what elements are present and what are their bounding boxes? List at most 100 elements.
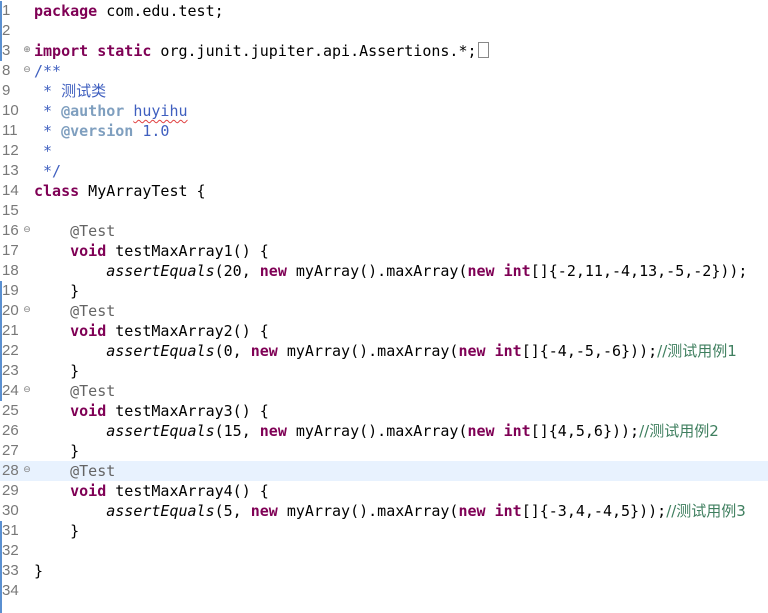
change-marker [0,1,2,61]
line-number: 27 [2,442,19,459]
code-text[interactable]: * 测试类 [34,81,106,101]
code-line[interactable]: 33} [0,561,768,581]
code-text[interactable]: } [34,441,79,461]
code-text[interactable]: @Test [34,221,115,241]
code-token: @author [61,102,125,120]
code-token [34,402,70,420]
code-text[interactable]: @Test [34,461,115,481]
current-line[interactable]: 28 @Test [0,461,768,481]
code-text[interactable]: * @author huyihu [34,101,188,121]
fold-collapse-icon[interactable] [23,306,31,314]
code-line[interactable]: 25 void testMaxArray3() { [0,401,768,421]
line-number: 30 [2,502,19,519]
code-token: testMaxArray1() { [106,242,269,260]
fold-collapse-icon[interactable] [23,226,31,234]
fold-expand-icon[interactable] [23,46,31,54]
code-text[interactable]: assertEquals(5, new myArray().maxArray(n… [34,501,746,521]
code-text[interactable]: assertEquals(20, new myArray().maxArray(… [34,261,747,281]
code-token: testMaxArray4() { [106,482,269,500]
code-text[interactable]: void testMaxArray2() { [34,321,269,341]
line-number: 20 [2,302,19,319]
code-text[interactable]: */ [34,161,61,181]
code-text[interactable]: /** [34,61,61,81]
code-line[interactable]: 31 } [0,521,768,541]
code-line[interactable]: 29 void testMaxArray4() { [0,481,768,501]
code-token: } [34,362,80,380]
code-line[interactable]: 32 [0,541,768,561]
code-token [34,382,70,400]
code-token [34,502,106,520]
fold-collapse-icon[interactable] [23,386,31,394]
code-line[interactable]: 11 * @version 1.0 [0,121,768,141]
fold-collapse-icon[interactable] [23,66,31,74]
code-token: myArray().maxArray( [286,422,468,440]
code-text[interactable]: void testMaxArray4() { [34,481,269,501]
fold-collapse-icon[interactable] [23,466,31,474]
code-text[interactable]: * [34,141,52,161]
code-token [34,302,70,320]
code-token: MyArrayTest { [79,182,206,200]
code-text[interactable]: } [34,561,43,581]
code-line[interactable]: 22 assertEquals(0, new myArray().maxArra… [0,341,768,361]
code-line[interactable]: 12 * [0,141,768,161]
code-line[interactable]: 17 void testMaxArray1() { [0,241,768,261]
code-text[interactable]: import static org.junit.jupiter.api.Asse… [34,41,489,61]
code-line[interactable]: 21 void testMaxArray2() { [0,321,768,341]
code-token: @Test [70,222,116,240]
code-line[interactable]: 1 package com.edu.test; [0,1,768,21]
code-line[interactable]: 9 * 测试类 [0,81,768,101]
line-number: 16 [2,222,19,239]
code-token: //测试用例1 [657,342,737,360]
code-line[interactable]: 20 @Test [0,301,768,321]
code-text[interactable]: assertEquals(0, new myArray().maxArray(n… [34,341,737,361]
folded-imports-marker-icon[interactable] [477,42,489,58]
code-text[interactable]: * @version 1.0 [34,121,169,141]
line-number: 22 [2,342,19,359]
code-line[interactable]: 26 assertEquals(15, new myArray().maxArr… [0,421,768,441]
code-line[interactable]: 30 assertEquals(5, new myArray().maxArra… [0,501,768,521]
code-token: myArray().maxArray( [286,262,468,280]
code-line[interactable]: 2 [0,21,768,41]
code-line[interactable]: 3import static org.junit.jupiter.api.Ass… [0,41,768,61]
code-line[interactable]: 15 [0,201,768,221]
code-text[interactable]: @Test [34,381,115,401]
code-line[interactable]: 8/** [0,61,768,81]
code-line[interactable]: 34 [0,581,768,601]
code-token: assertEquals [106,342,215,360]
code-line[interactable]: 19 } [0,281,768,301]
code-token: */ [34,162,62,180]
code-text[interactable]: package com.edu.test; [34,1,224,21]
code-text[interactable]: void testMaxArray1() { [34,241,269,261]
code-line[interactable]: 23 } [0,361,768,381]
code-token [495,422,504,440]
line-number: 19 [2,282,19,299]
code-line[interactable]: 14 class MyArrayTest { [0,181,768,201]
code-line[interactable]: 10 * @author huyihu [0,101,768,121]
code-line[interactable]: 16 @Test [0,221,768,241]
line-number: 1 [2,2,11,19]
code-text[interactable]: class MyArrayTest { [34,181,206,201]
line-number: 34 [2,582,19,599]
code-token: /** [34,62,62,80]
code-line[interactable]: 13 */ [0,161,768,181]
code-token: static [97,42,152,60]
code-line[interactable]: 27 } [0,441,768,461]
code-token: int [503,422,531,440]
code-text[interactable]: @Test [34,301,115,321]
line-number: 31 [2,522,19,539]
code-text[interactable]: assertEquals(15, new myArray().maxArray(… [34,421,719,441]
code-token: (15, [214,422,260,440]
line-number: 14 [2,182,19,199]
code-token: void [70,482,107,500]
code-line[interactable]: 18 assertEquals(20, new myArray().maxArr… [0,261,768,281]
code-token [34,322,70,340]
code-token: new [250,502,278,520]
code-text[interactable]: } [34,361,79,381]
code-line[interactable]: 24 @Test [0,381,768,401]
code-text[interactable]: } [34,281,79,301]
line-number: 9 [2,82,11,99]
code-text[interactable]: } [34,521,79,541]
code-text[interactable]: void testMaxArray3() { [34,401,269,421]
code-token: } [34,282,80,300]
